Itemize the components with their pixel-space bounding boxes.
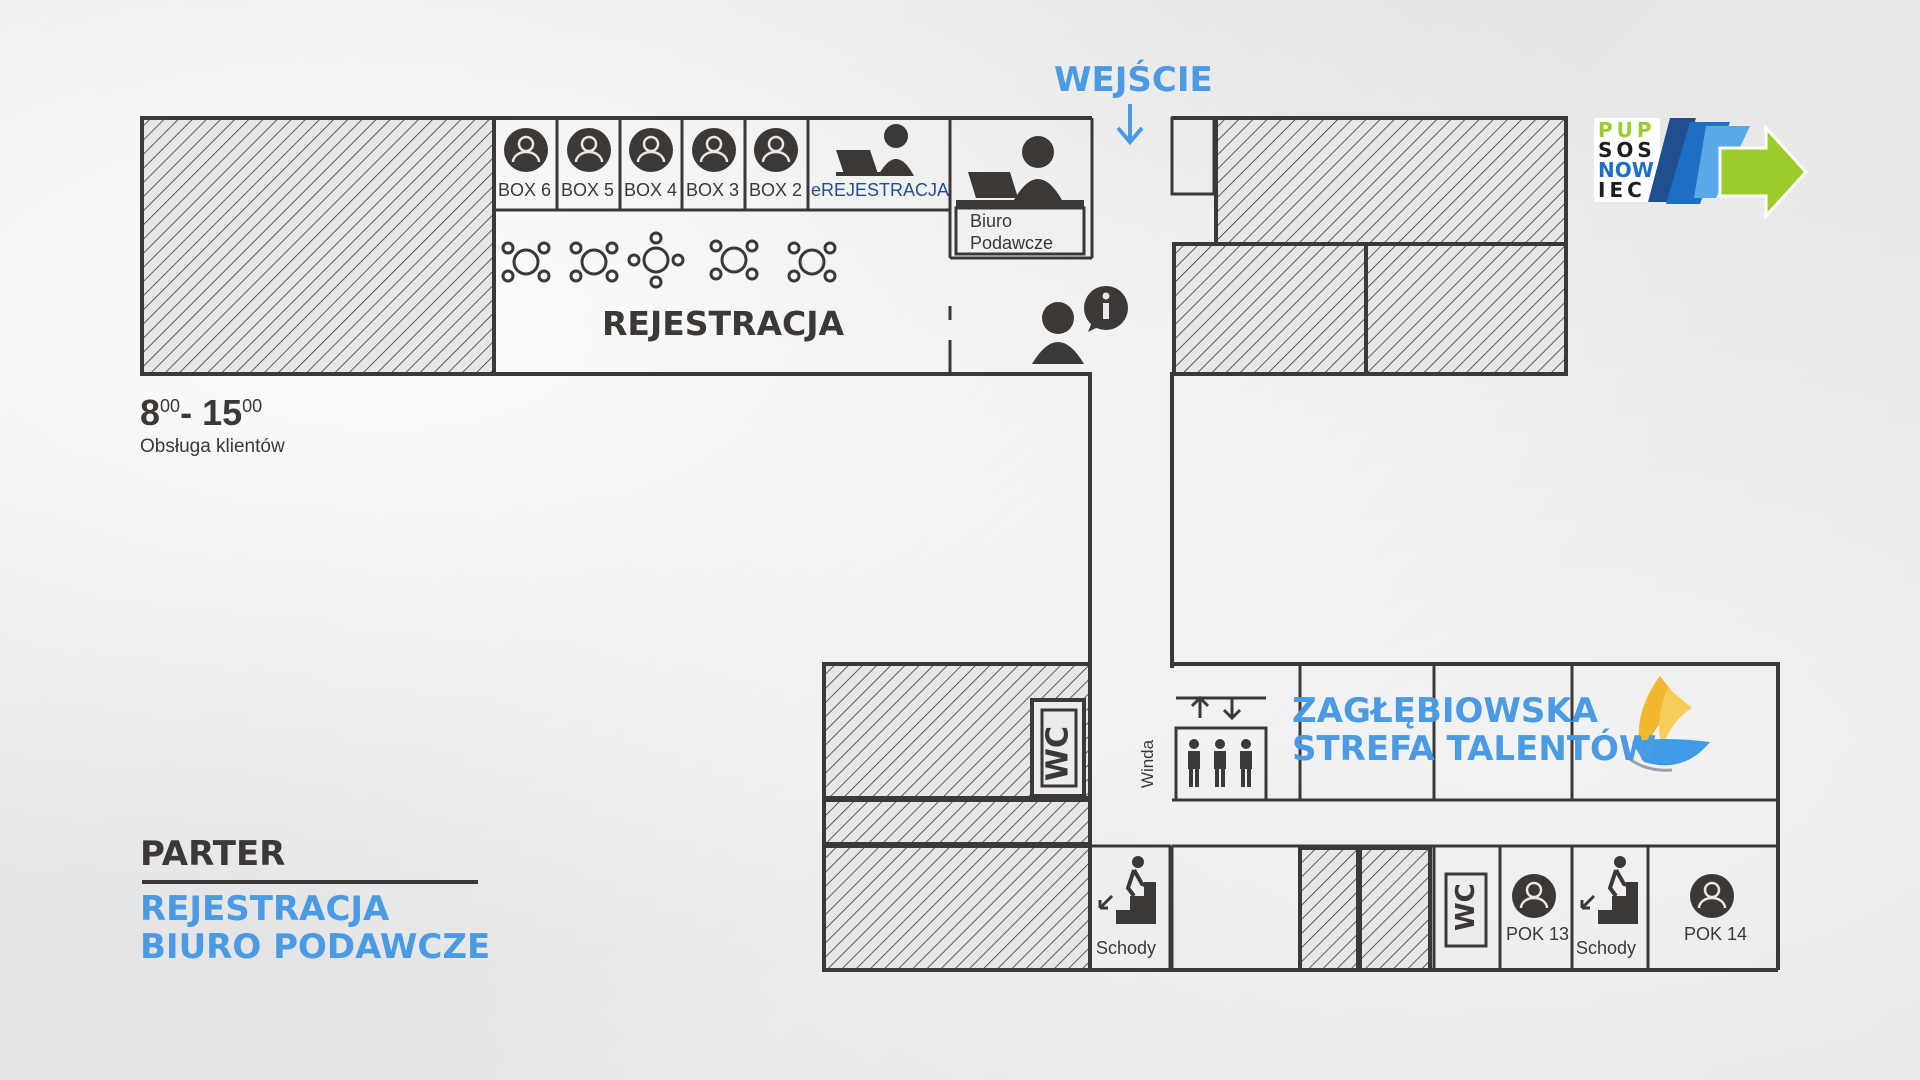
stairs-icon — [1580, 856, 1638, 924]
box-4-label: BOX 4 — [624, 180, 678, 200]
table-icon — [569, 241, 619, 283]
stairs-icon — [1098, 856, 1156, 924]
person-icon — [692, 128, 736, 172]
hours-from: 8 — [140, 392, 161, 433]
stairs-label-left: Schody — [1096, 938, 1157, 958]
elevator-box — [1174, 726, 1268, 802]
box-6-label: BOX 6 — [498, 180, 552, 200]
table-icon — [501, 241, 551, 283]
office-worker-icon — [954, 136, 1086, 256]
stairs-label-right: Schody — [1576, 938, 1637, 958]
logo-text-4: IEC — [1598, 178, 1646, 202]
table-icon — [787, 241, 837, 283]
table-icon — [627, 231, 685, 289]
logo-text-3: NOW — [1598, 158, 1654, 182]
person-icon — [754, 128, 798, 172]
person-icon — [567, 128, 611, 172]
talent-zone-line1: ZAGŁĘBIOWSKA — [1292, 691, 1599, 731]
hours-from-min: 00 — [160, 396, 181, 416]
logo-text-2: SOS — [1598, 138, 1656, 162]
room-13-label: POK 13 — [1506, 924, 1570, 944]
person-icon — [1512, 874, 1556, 918]
hatched-block-top-left — [140, 116, 496, 376]
elevator-icon — [1188, 695, 1252, 787]
table-icon — [709, 239, 759, 281]
box-3-label: BOX 3 — [686, 180, 740, 200]
pup-logo-text: PUP SOS NOW IEC — [1598, 120, 1656, 200]
wc-label-right: WC — [1451, 883, 1481, 931]
legend-item-registration: REJESTRACJA — [140, 889, 390, 929]
laptop-worker-icon — [836, 124, 914, 176]
room-14-label: POK 14 — [1684, 924, 1748, 944]
office-label-line2: Podawcze — [970, 233, 1054, 253]
logo-text-1: PUP — [1598, 118, 1656, 142]
registration-label: REJESTRACJA — [602, 304, 845, 343]
talent-zone-label: ZAGŁĘBIOWSKA STREFA TALENTÓW — [1292, 692, 1656, 768]
talent-zone-logo-icon — [1625, 676, 1710, 772]
wc-label-left: WC — [1040, 725, 1076, 782]
entrance-arrow-icon — [1116, 126, 1144, 146]
hatched-block-top-right — [1214, 116, 1568, 246]
corridor-wall-left — [494, 372, 1092, 668]
legend-item-office: BIURO PODAWCZE — [140, 927, 491, 967]
pup-logo — [1594, 118, 1809, 220]
person-icon — [629, 128, 673, 172]
opening-hours: 800- 1500 — [140, 392, 262, 434]
box-5-label: BOX 5 — [561, 180, 615, 200]
person-icon — [504, 128, 548, 172]
person-icon — [1690, 874, 1734, 918]
talent-zone-line2: STREFA TALENTÓW — [1292, 729, 1657, 769]
office-label: Biuro Podawcze — [970, 210, 1053, 254]
e-registration-label: eREJESTRACJA — [811, 180, 950, 200]
information-point-icon — [1032, 286, 1128, 364]
legend-list: REJESTRACJA BIURO PODAWCZE — [140, 890, 490, 966]
hours-sep: - — [180, 392, 193, 433]
office-label-line1: Biuro — [970, 211, 1013, 231]
elevator-label: Winda — [1138, 739, 1158, 789]
hours-to: 15 — [202, 392, 243, 433]
floor-title: PARTER — [140, 834, 286, 874]
hours-to-min: 00 — [242, 396, 263, 416]
hours-caption: Obsługa klientów — [140, 436, 285, 457]
entrance-label: WEJŚCIE — [1054, 60, 1213, 100]
box-2-label: BOX 2 — [749, 180, 803, 200]
